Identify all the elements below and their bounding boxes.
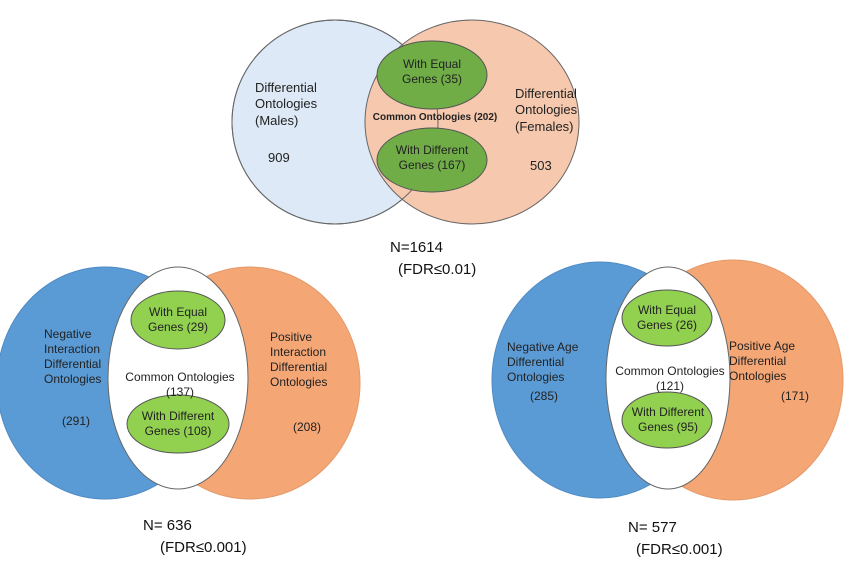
left-equal-ellipse (130, 290, 226, 350)
right-fdr-label: (FDR≤0.001) (636, 541, 723, 558)
top-females-label: Differential Ontologies (Females) (515, 86, 578, 134)
right-negative-count: (285) (530, 389, 559, 403)
left-n-label: N= 636 (143, 517, 192, 534)
top-fdr-label: (FDR≤0.01) (398, 261, 477, 278)
left-venn (0, 266, 361, 500)
left-fdr-label: (FDR≤0.001) (160, 539, 247, 556)
left-different-ellipse (126, 394, 230, 454)
top-males-count: 909 (268, 150, 290, 165)
right-equal-ellipse (621, 289, 713, 347)
left-negative-label: Negative Interaction Differential Ontolo… (44, 327, 102, 386)
top-different-label: With Different Genes (167) (395, 143, 469, 172)
top-females-count: 503 (530, 158, 552, 173)
top-equal-ellipse (376, 40, 488, 110)
top-equal-label: With Equal Genes (35) (401, 57, 463, 86)
right-equal-label: With Equal Genes (26) (636, 303, 698, 332)
right-positive-count: (171) (781, 389, 810, 403)
right-common-label: Common Ontologies (121) (615, 364, 725, 393)
left-different-label: With Different Genes (108) (141, 409, 215, 438)
left-positive-label: Positive Interaction Differential Ontolo… (270, 330, 328, 389)
left-positive-count: (208) (293, 420, 322, 434)
top-venn (231, 19, 580, 225)
right-different-label: With Different Genes (95) (631, 405, 705, 434)
top-different-ellipse (376, 127, 488, 193)
right-n-label: N= 577 (628, 519, 677, 536)
right-different-ellipse (621, 391, 713, 449)
left-equal-label: With Equal Genes (29) (147, 305, 209, 334)
top-males-label: Differential Ontologies (Males) (255, 80, 318, 128)
top-n-label: N=1614 (390, 239, 443, 256)
right-venn (491, 259, 844, 501)
right-positive-label: Positive Age Differential Ontologies (729, 339, 796, 383)
top-common-label: Common Ontologies (202) (372, 112, 498, 123)
left-negative-count: (291) (62, 414, 91, 428)
left-common-label: Common Ontologies (137) (125, 370, 235, 399)
right-negative-label: Negative Age Differential Ontologies (507, 340, 579, 384)
